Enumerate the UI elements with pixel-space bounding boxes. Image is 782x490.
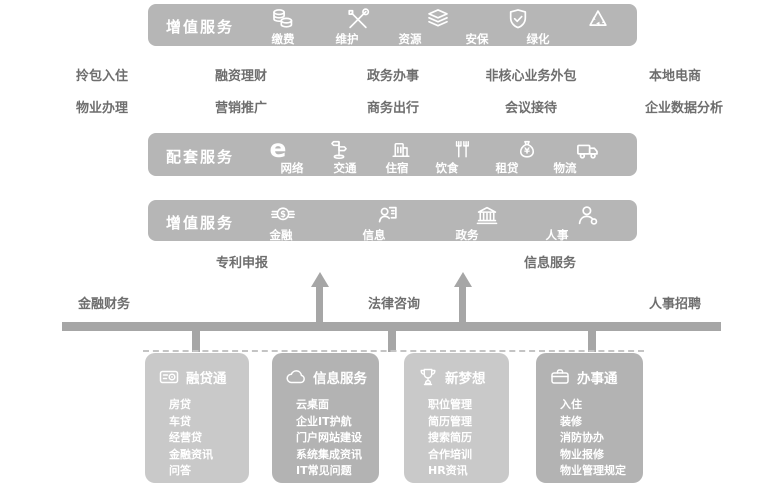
cutlery-icon	[450, 137, 475, 162]
briefcase-icon	[548, 365, 572, 389]
module-item: 职位管理	[428, 398, 472, 411]
service-label: 政务办事	[366, 69, 420, 84]
coins-icon	[270, 6, 297, 33]
service-label: 非核心业务外包	[485, 69, 577, 84]
module-item: 物业报修	[560, 447, 604, 461]
supporting-services-bar	[148, 133, 637, 176]
module-item: IT常见问题	[296, 464, 352, 477]
svg-text:¥: ¥	[524, 146, 530, 156]
module-item: 装修	[560, 414, 582, 428]
service-label: 法律咨询	[367, 297, 421, 312]
service-label: 商务出行	[366, 101, 420, 116]
bank-icon	[474, 202, 501, 229]
module-item-list: 入住 装修 消防协办 物业报修 物业管理规定	[536, 397, 643, 480]
module-item: 消防协办	[560, 431, 604, 444]
module-card-rongdaitong: 融贷通 房贷 车贷 经营贷 金融资讯 问答	[145, 353, 249, 483]
bar-item-label: 资源	[398, 32, 422, 46]
bar-title: 增值服务	[166, 18, 235, 36]
bar-title: 配套服务	[166, 148, 235, 166]
module-item: 问答	[169, 464, 191, 477]
module-item: 物业管理规定	[560, 464, 626, 477]
module-item: 车贷	[169, 414, 191, 428]
up-arrow-head	[454, 272, 472, 287]
module-title: 信息服务	[313, 371, 367, 387]
module-item: 经营贷	[169, 431, 202, 444]
bar-item-label: 信息	[362, 228, 386, 242]
bar-item-label: 绿化	[526, 32, 550, 46]
bar-item-label: 人事	[545, 228, 569, 242]
tools-icon	[345, 6, 372, 33]
building-icon	[389, 137, 414, 162]
bar-title: 增值服务	[166, 214, 235, 232]
bar-item-label: 安保	[465, 32, 489, 46]
service-label: 营销推广	[214, 101, 268, 116]
module-item: 门户网站建设	[296, 431, 362, 444]
service-label: 拎包入住	[75, 69, 129, 84]
module-item-list: 房贷 车贷 经营贷 金融资讯 问答	[145, 397, 249, 480]
module-title: 新梦想	[445, 371, 486, 387]
module-item: 搜索简历	[428, 431, 472, 444]
bar-item-label: 租贷	[495, 161, 519, 175]
bar-item-label: 网络	[280, 161, 304, 175]
money-bag-icon: ¥	[515, 137, 540, 162]
service-label: 融资理财	[214, 69, 268, 84]
shield-icon	[505, 6, 532, 33]
service-label: 物业办理	[75, 101, 129, 116]
connector-line	[388, 331, 396, 352]
trophy-icon	[416, 365, 440, 389]
e-network-icon: e	[269, 134, 287, 163]
up-arrow-head	[311, 272, 329, 287]
connector-line	[192, 331, 200, 352]
module-item-list: 云桌面 企业IT护航 门户网站建设 系统集成资讯 IT常见问题	[272, 397, 379, 480]
svg-text:$: $	[280, 209, 286, 219]
module-item: HR资讯	[428, 464, 468, 477]
layers-icon	[425, 6, 452, 33]
bar-item-label: 缴费	[271, 32, 295, 46]
module-card-xinmengxiang: 新梦想 职位管理 简历管理 搜索简历 合作培训 HR资讯	[404, 353, 509, 483]
module-item: 企业IT护航	[296, 414, 352, 428]
dashed-separator	[143, 350, 644, 352]
up-arrow-stem	[459, 286, 466, 324]
wallet-icon	[157, 365, 181, 389]
up-arrow-stem	[316, 286, 323, 324]
module-item: 金融资讯	[169, 447, 213, 461]
connector-line	[588, 331, 596, 352]
bar-item-label: 交通	[333, 161, 357, 175]
module-item: 入住	[560, 398, 582, 411]
bar-item-label: 政务	[455, 228, 479, 242]
service-label: 本地电商	[648, 69, 702, 84]
module-title: 办事通	[577, 371, 618, 387]
service-label: 金融财务	[77, 297, 131, 312]
recycle-icon	[585, 6, 612, 33]
bar-item-label: 物流	[553, 161, 577, 175]
module-item-list: 职位管理 简历管理 搜索简历 合作培训 HR资讯	[404, 397, 509, 480]
dollar-coin-icon: $	[270, 202, 297, 229]
platform-backbone-line	[62, 322, 721, 331]
module-item: 简历管理	[428, 414, 472, 428]
module-title: 融贷通	[186, 371, 227, 387]
service-label: 会议接待	[504, 101, 558, 116]
service-label: 人事招聘	[648, 297, 702, 312]
bar-item-label: 金融	[269, 228, 293, 242]
service-label: 信息服务	[523, 256, 577, 271]
contact-card-icon	[375, 202, 402, 229]
service-label: 企业数据分析	[644, 101, 724, 116]
service-label: 专利申报	[215, 256, 269, 271]
module-item: 合作培训	[428, 447, 472, 461]
bar-item-label: 住宿	[385, 161, 409, 175]
module-item: 云桌面	[296, 398, 329, 411]
module-item: 房贷	[169, 398, 191, 411]
bar-item-label: 维护	[335, 32, 359, 46]
module-item: 系统集成资讯	[296, 447, 362, 461]
bar-item-label: 饮食	[435, 161, 459, 175]
cloud-icon	[284, 365, 308, 389]
value-added-services-bar-top	[148, 4, 637, 46]
module-card-banshitong: 办事通 入住 装修 消防协办 物业报修 物业管理规定	[536, 353, 643, 483]
signpost-icon	[327, 137, 352, 162]
person-icon	[575, 202, 602, 229]
module-card-info-service: 信息服务 云桌面 企业IT护航 门户网站建设 系统集成资讯 IT常见问题	[272, 353, 379, 483]
truck-icon	[575, 137, 602, 164]
